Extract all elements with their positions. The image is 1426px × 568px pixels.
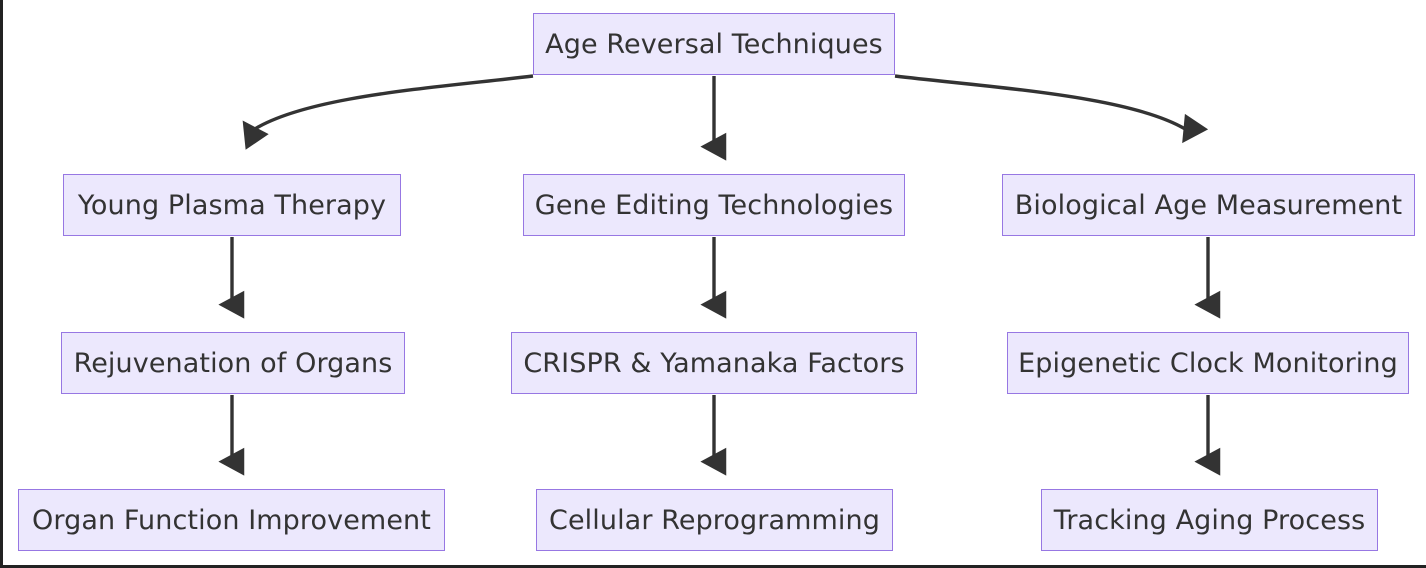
node-gene-editing-technologies[interactable]: Gene Editing Technologies <box>523 174 905 236</box>
edge-root-to-biological-age-measurement <box>894 74 1209 144</box>
node-crispr-yamanaka-factors[interactable]: CRISPR & Yamanaka Factors <box>511 332 917 394</box>
node-epigenetic-clock-monitoring[interactable]: Epigenetic Clock Monitoring <box>1007 332 1409 394</box>
node-young-plasma-therapy[interactable]: Young Plasma Therapy <box>63 174 401 236</box>
edge-layer <box>218 74 1221 476</box>
node-cellular-reprogramming[interactable]: Cellular Reprogramming <box>536 489 893 551</box>
node-biological-age-measurement[interactable]: Biological Age Measurement <box>1002 174 1415 236</box>
node-root[interactable]: Age Reversal Techniques <box>533 13 895 75</box>
node-rejuvenation-of-organs[interactable]: Rejuvenation of Organs <box>61 332 405 394</box>
node-organ-function-improvement[interactable]: Organ Function Improvement <box>18 489 445 551</box>
node-tracking-aging-process[interactable]: Tracking Aging Process <box>1041 489 1378 551</box>
edge-root-to-young-plasma-therapy <box>242 74 534 150</box>
